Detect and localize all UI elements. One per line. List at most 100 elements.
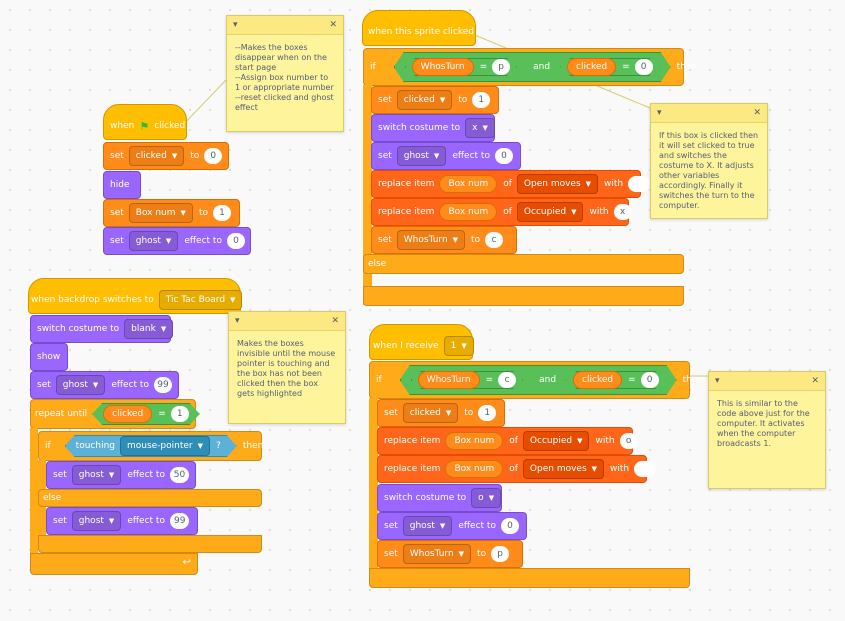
clicked-variable-reporter[interactable]: clicked bbox=[103, 405, 152, 423]
if-block[interactable]: if WhosTurn = c and clicked = 0 then bbox=[369, 361, 703, 399]
set-ghost-effect-block-3[interactable]: set ghost▼ effect to 99 bbox=[46, 507, 198, 535]
replace-item-occupied-block[interactable]: replace item Box num of Occupied▼ with o bbox=[377, 427, 638, 455]
effect-dropdown[interactable]: ghost▼ bbox=[71, 511, 122, 531]
if-else-block[interactable]: if WhosTurn = p and clicked = 0 then bbox=[363, 48, 697, 86]
value-input[interactable]: 0 bbox=[204, 148, 223, 164]
costume-dropdown[interactable]: x▼ bbox=[465, 118, 495, 138]
chevron-down-icon[interactable]: ▾ bbox=[235, 316, 240, 326]
comment-note-2[interactable]: ▾ ✕ Makes the boxes invisible until the … bbox=[228, 311, 346, 424]
variable-dropdown[interactable]: clicked▼ bbox=[128, 146, 185, 166]
whosturn-variable-reporter[interactable]: WhosTurn bbox=[418, 371, 480, 389]
note-header[interactable]: ▾ ✕ bbox=[227, 16, 343, 35]
set-whosturn-block[interactable]: set WhosTurn▼ to p bbox=[377, 540, 523, 568]
set-clicked-block[interactable]: set clicked▼ to 0 bbox=[103, 142, 229, 170]
switch-costume-block[interactable]: switch costume to blank▼ bbox=[30, 315, 174, 343]
close-icon[interactable]: ✕ bbox=[753, 108, 761, 118]
set-whosturn-block[interactable]: set WhosTurn▼ to c bbox=[371, 226, 517, 254]
replace-item-occupied-block[interactable]: replace item Box num of Occupied▼ with x bbox=[371, 198, 632, 226]
chevron-down-icon[interactable]: ▾ bbox=[233, 20, 238, 30]
message-dropdown[interactable]: 1▼ bbox=[443, 336, 474, 356]
value-input[interactable] bbox=[628, 176, 651, 192]
set-ghost-effect-block[interactable]: set ghost▼ effect to 0 bbox=[103, 227, 251, 255]
equals-operator-2[interactable]: clicked = 0 bbox=[560, 58, 660, 76]
touching-dropdown[interactable]: mouse-pointer▼ bbox=[120, 436, 210, 456]
repeat-until-block[interactable]: repeat until clicked = 1 bbox=[30, 399, 196, 429]
box-num-variable-reporter[interactable]: Box num bbox=[445, 432, 504, 450]
effect-dropdown[interactable]: ghost▼ bbox=[55, 375, 106, 395]
box-num-variable-reporter[interactable]: Box num bbox=[439, 175, 498, 193]
variable-dropdown[interactable]: clicked▼ bbox=[396, 90, 453, 110]
list-dropdown[interactable]: Open moves▼ bbox=[522, 459, 605, 479]
box-num-variable-reporter[interactable]: Box num bbox=[445, 460, 504, 478]
value-input[interactable]: 0 bbox=[500, 518, 519, 534]
value-input[interactable]: c bbox=[485, 232, 504, 248]
list-dropdown[interactable]: Occupied▼ bbox=[516, 202, 584, 222]
equals-operator[interactable]: WhosTurn = c bbox=[411, 371, 523, 389]
value-input[interactable]: x bbox=[613, 204, 632, 220]
close-icon[interactable]: ✕ bbox=[811, 376, 819, 386]
note-text[interactable]: This is similar to the code above just f… bbox=[717, 399, 813, 448]
value-input[interactable]: 99 bbox=[169, 513, 190, 529]
set-clicked-block[interactable]: set clicked▼ to 1 bbox=[371, 86, 499, 114]
note-header[interactable]: ▾ ✕ bbox=[229, 312, 345, 331]
set-ghost-effect-block-2[interactable]: set ghost▼ effect to 50 bbox=[46, 461, 196, 489]
variable-dropdown[interactable]: WhosTurn▼ bbox=[396, 230, 466, 250]
value-input[interactable]: 1 bbox=[472, 92, 491, 108]
set-box-num-block[interactable]: set Box num▼ to 1 bbox=[103, 199, 240, 227]
value-input[interactable]: p bbox=[491, 546, 510, 562]
variable-dropdown[interactable]: WhosTurn▼ bbox=[402, 544, 472, 564]
costume-dropdown[interactable]: o▼ bbox=[471, 488, 502, 508]
backdrop-dropdown[interactable]: Tic Tac Board▼ bbox=[158, 290, 243, 310]
list-dropdown[interactable]: Open moves▼ bbox=[516, 174, 599, 194]
when-sprite-clicked-hat-block[interactable]: when this sprite clicked bbox=[362, 10, 476, 46]
effect-dropdown[interactable]: ghost▼ bbox=[396, 146, 447, 166]
set-clicked-block[interactable]: set clicked▼ to 1 bbox=[377, 399, 505, 427]
value-input[interactable] bbox=[634, 461, 657, 477]
effect-dropdown[interactable]: ghost▼ bbox=[128, 231, 179, 251]
when-backdrop-switches-hat-block[interactable]: when backdrop switches to Tic Tac Board▼ bbox=[28, 278, 243, 314]
effect-dropdown[interactable]: ghost▼ bbox=[71, 465, 122, 485]
comment-note-1[interactable]: ▾ ✕ --Makes the boxes disappear when on … bbox=[226, 15, 344, 132]
value-input[interactable]: 1 bbox=[212, 205, 231, 221]
hide-block[interactable]: hide bbox=[103, 171, 141, 199]
value-input[interactable]: 0 bbox=[635, 59, 653, 75]
note-text[interactable]: If this box is clicked then it will set … bbox=[659, 131, 761, 210]
value-input[interactable]: 0 bbox=[641, 372, 659, 388]
value-input[interactable]: p bbox=[492, 59, 510, 75]
equals-operator[interactable]: clicked = 1 bbox=[92, 403, 200, 425]
equals-operator-2[interactable]: clicked = 0 bbox=[566, 371, 666, 389]
note-header[interactable]: ▾ ✕ bbox=[709, 372, 825, 391]
value-input[interactable]: 1 bbox=[478, 405, 497, 421]
set-ghost-effect-block[interactable]: set ghost▼ effect to 99 bbox=[30, 371, 179, 399]
switch-costume-block[interactable]: switch costume to x▼ bbox=[371, 114, 495, 142]
chevron-down-icon[interactable]: ▾ bbox=[657, 108, 662, 118]
and-operator[interactable]: WhosTurn = c and clicked = 0 bbox=[400, 365, 677, 395]
variable-dropdown[interactable]: clicked▼ bbox=[402, 403, 459, 423]
show-block[interactable]: show bbox=[30, 343, 68, 371]
note-text[interactable]: --Makes the boxes disappear when on the … bbox=[235, 43, 334, 112]
note-header[interactable]: ▾ ✕ bbox=[651, 104, 767, 123]
if-else-block[interactable]: if touching mouse-pointer▼ ? then bbox=[38, 431, 263, 461]
switch-costume-block[interactable]: switch costume to o▼ bbox=[377, 484, 502, 512]
value-input[interactable]: 99 bbox=[153, 377, 172, 393]
replace-item-open-moves-block[interactable]: replace item Box num of Open moves▼ with bbox=[377, 455, 657, 483]
clicked-variable-reporter[interactable]: clicked bbox=[567, 58, 616, 76]
comment-note-3[interactable]: ▾ ✕ If this box is clicked then it will … bbox=[650, 103, 768, 219]
set-ghost-effect-block[interactable]: set ghost▼ effect to 0 bbox=[371, 142, 521, 170]
touching-sensing-block[interactable]: touching mouse-pointer▼ ? bbox=[65, 435, 237, 457]
close-icon[interactable]: ✕ bbox=[331, 316, 339, 326]
close-icon[interactable]: ✕ bbox=[329, 20, 337, 30]
value-input[interactable]: 50 bbox=[169, 467, 189, 483]
chevron-down-icon[interactable]: ▾ bbox=[715, 376, 720, 386]
comment-note-4[interactable]: ▾ ✕ This is similar to the code above ju… bbox=[708, 371, 826, 489]
list-dropdown[interactable]: Occupied▼ bbox=[522, 431, 590, 451]
when-flag-clicked-hat-block[interactable]: when ⚑ clicked bbox=[103, 104, 187, 140]
value-input[interactable]: o bbox=[619, 433, 638, 449]
value-input[interactable]: 0 bbox=[226, 233, 245, 249]
when-i-receive-hat-block[interactable]: when I receive 1▼ bbox=[369, 324, 474, 360]
costume-dropdown[interactable]: blank▼ bbox=[124, 319, 174, 339]
equals-operator[interactable]: WhosTurn = p bbox=[405, 58, 517, 76]
effect-dropdown[interactable]: ghost▼ bbox=[402, 516, 453, 536]
set-ghost-effect-block[interactable]: set ghost▼ effect to 0 bbox=[377, 512, 527, 540]
clicked-variable-reporter[interactable]: clicked bbox=[573, 371, 622, 389]
